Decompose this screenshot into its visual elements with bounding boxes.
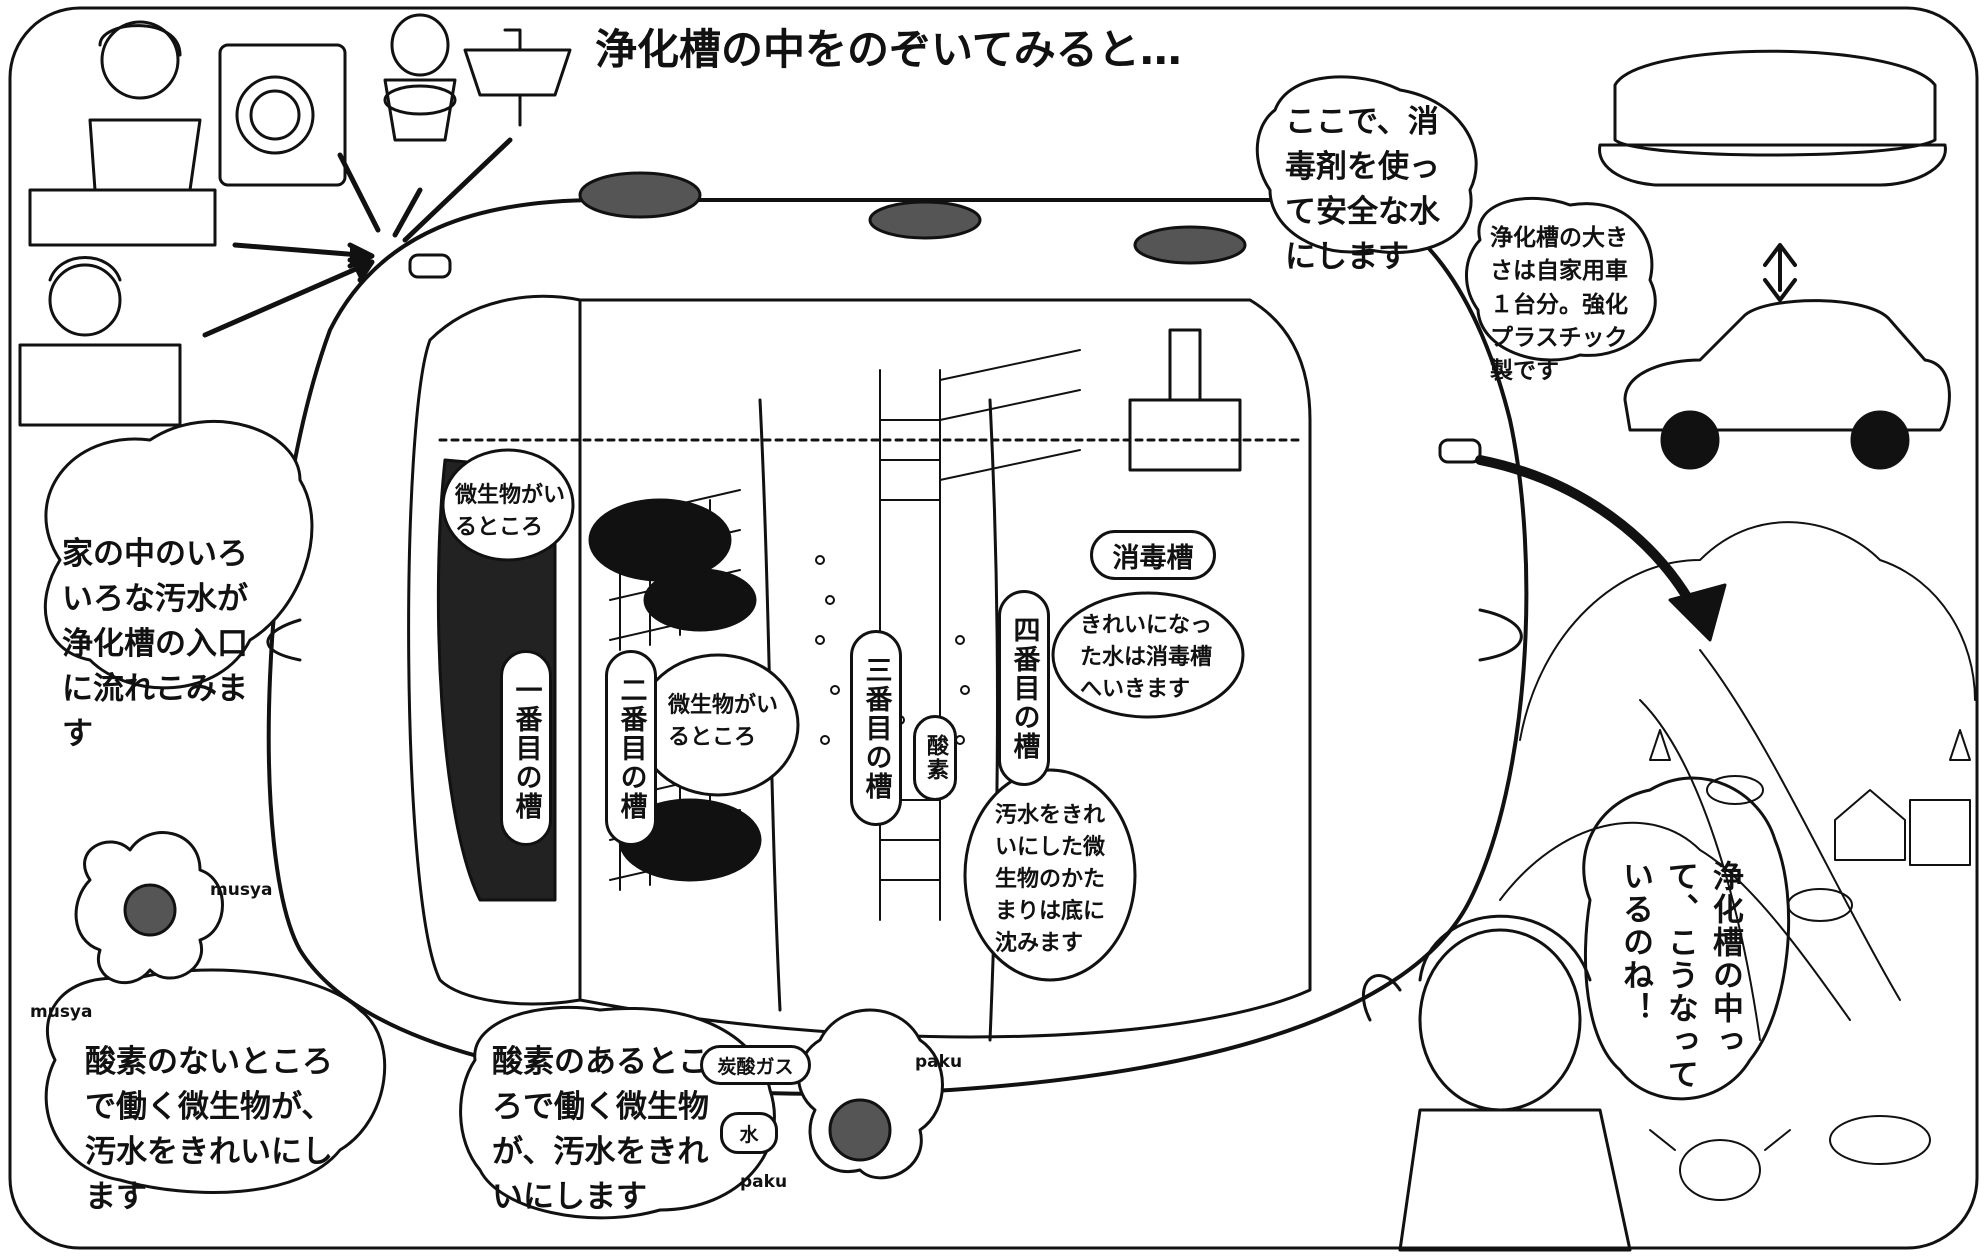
bubble-tank-size <box>1465 196 1657 362</box>
musya-label-2: musya <box>30 1002 93 1022</box>
aerobic-text: 酸素のあるところで働く微生物が、汚水をきれいにします <box>492 1044 709 1215</box>
car-icon <box>1623 299 1951 470</box>
fish-icon <box>1706 775 1931 1165</box>
sink-icon <box>463 28 572 127</box>
water-label: 水 <box>720 1112 778 1154</box>
bubble-microbes-1 <box>441 448 575 562</box>
clean-water-text: きれいになった水は消毒槽へいきます <box>1080 613 1213 702</box>
girl-speech-text: 浄化槽の中って、こうなっているのね！ <box>1616 860 1743 1091</box>
toilet-icon <box>383 13 457 142</box>
woman-icon <box>28 20 217 247</box>
girl-icon <box>1362 914 1632 1252</box>
bubble-disinfectant <box>1255 75 1478 254</box>
septic-tank-body <box>266 171 1529 1096</box>
disinfection-tank-label: 消毒槽 <box>1090 530 1216 580</box>
microbe-icon <box>74 831 944 1180</box>
house-inlet-text: 家の中のいろいろな汚水が浄化槽の入口に流れこみます <box>62 536 248 752</box>
page-title: 浄化槽の中をのぞいてみると… <box>595 25 1182 74</box>
tank-size-text: 浄化槽の大きさは自家用車１台分。強化プラスチック製です <box>1490 225 1628 385</box>
washing-machine-icon <box>218 43 347 187</box>
chamber-2-label: 二番目の槽 <box>605 650 657 846</box>
paku-label-1: paku <box>915 1052 963 1072</box>
bubble-aerobic <box>459 1006 776 1220</box>
anaerobic-text: 酸素のないところで働く微生物が、汚水をきれいにします <box>85 1044 333 1215</box>
bubble-house-inlet <box>43 419 314 690</box>
disinfectant-text: ここで、消毒剤を使って安全な水にします <box>1285 104 1440 275</box>
crab-icon <box>1649 1129 1791 1201</box>
boy-icon <box>18 256 182 427</box>
river-scene <box>1499 521 1976 1041</box>
sludge-text: 汚水をきれいにした微生物のかたまりは底に沈みます <box>995 803 1106 956</box>
paku-label-2: paku <box>740 1172 788 1192</box>
musya-label-1: musya <box>210 880 273 900</box>
inflow-arrows <box>202 137 513 338</box>
microbes-here-2-text: 微生物がいるところ <box>668 693 779 750</box>
house-icon <box>1834 789 1971 866</box>
chamber-4-label: 四番目の槽 <box>998 590 1050 786</box>
chamber-1-label: 一番目の槽 <box>500 650 552 846</box>
bubble-sludge <box>963 768 1137 982</box>
tank-illustration <box>1598 49 1947 187</box>
microbes-here-1-text: 微生物がいるところ <box>455 483 566 540</box>
bubble-girl <box>1582 776 1791 1101</box>
bubble-clean-water <box>1051 591 1245 719</box>
chamber-3-label: 三番目の槽 <box>850 630 902 826</box>
co2-label: 炭酸ガス <box>700 1045 811 1085</box>
outflow-arrow <box>1475 455 1705 625</box>
tree-icon <box>1649 729 1971 761</box>
oxygen-label: 酸素 <box>913 715 957 801</box>
